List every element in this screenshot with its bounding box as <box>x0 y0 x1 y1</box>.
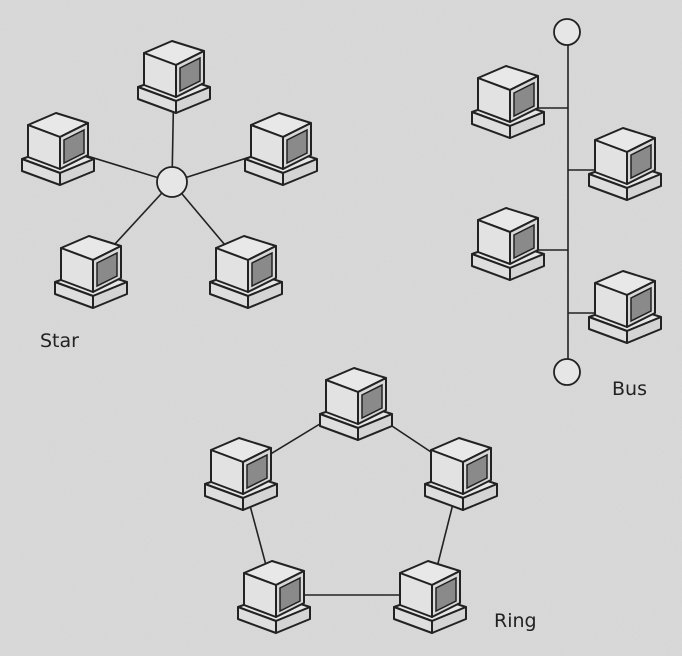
bus-terminator-bottom-icon <box>553 358 581 386</box>
ring-label: Ring <box>494 610 537 632</box>
star-computer-icon <box>54 235 128 309</box>
star-hub-icon <box>156 166 188 198</box>
bus-computer-icon <box>471 207 545 281</box>
ring-computer-icon <box>319 367 393 441</box>
star-computer-icon <box>209 235 283 309</box>
star-label: Star <box>40 330 79 352</box>
ring-computer-icon <box>204 437 278 511</box>
bus-terminator-top-icon <box>553 18 581 46</box>
star-computer-icon <box>137 40 211 114</box>
bus-computer-icon <box>588 127 662 201</box>
ring-computer-icon <box>424 437 498 511</box>
bus-computer-icon <box>471 65 545 139</box>
bus-computer-icon <box>588 270 662 344</box>
bus-label: Bus <box>612 378 647 400</box>
star-computer-icon <box>21 112 95 186</box>
star-computer-icon <box>244 112 318 186</box>
ring-computer-icon <box>237 560 311 634</box>
ring-computer-icon <box>393 560 467 634</box>
